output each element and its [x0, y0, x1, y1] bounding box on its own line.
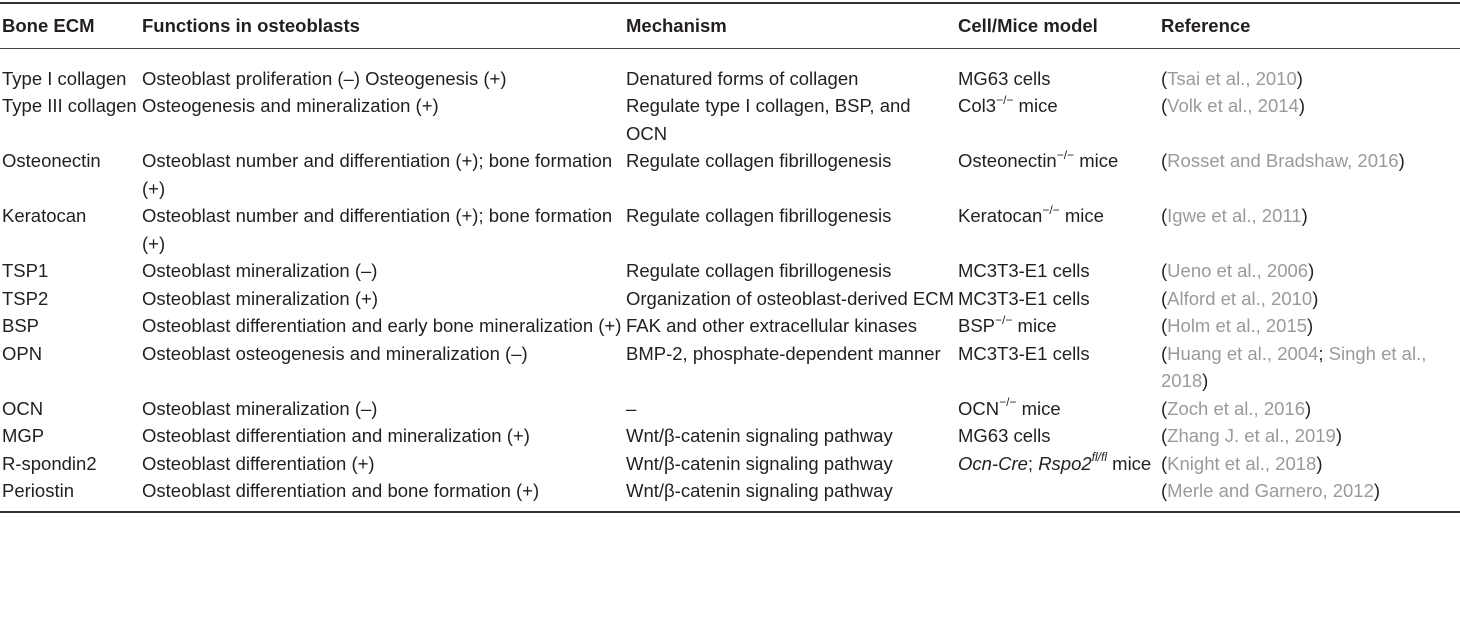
cell-mechanism: –	[626, 397, 637, 419]
reference-link[interactable]: Zhang J. et al., 2019	[1167, 425, 1336, 446]
cell-ecm: Keratocan	[2, 205, 87, 226]
cell-function: Osteoblast differentiation and bone form…	[142, 480, 540, 501]
cell-mechanism: Regulate collagen fibrillogenesis	[626, 205, 892, 226]
header-model: Cell/Mice model	[958, 15, 1098, 36]
cell-ecm: TSP2	[2, 287, 49, 309]
header-row: Bone ECM Functions in osteoblasts Mechan…	[0, 3, 1460, 48]
header-reference: Reference	[1161, 15, 1251, 36]
cell-reference: (Ueno et al., 2006)	[1161, 260, 1315, 281]
cell-ecm: Type I collagen	[2, 67, 127, 89]
cell-ecm: OPN	[2, 342, 43, 364]
cell-function: Osteoblast osteogenesis and mineralizati…	[142, 342, 528, 364]
cell-model: Ocn-Cre; Rspo2fl/fl mice	[958, 450, 1152, 474]
reference-link[interactable]: Igwe et al., 2011	[1167, 205, 1302, 226]
cell-reference: (Huang et al., 2004; Singh et al., 2018)	[1161, 342, 1427, 392]
cell-ecm: OCN	[2, 397, 44, 419]
cell-model: MC3T3-E1 cells	[958, 260, 1090, 281]
reference-link[interactable]: Holm et al., 2015	[1167, 315, 1308, 336]
table-row: R-spondin2 Osteoblast differentiation (+…	[0, 450, 1460, 478]
cell-model	[956, 477, 1159, 512]
table-row: MGP Osteoblast differentiation and miner…	[0, 422, 1460, 450]
reference-link[interactable]: Volk et al., 2014	[1167, 95, 1299, 116]
cell-ecm: Periostin	[2, 480, 74, 501]
reference-link[interactable]: Tsai et al., 2010	[1167, 67, 1297, 89]
table-row: OCN Osteoblast mineralization (–) – OCN−…	[0, 395, 1460, 423]
table-body: Type I collagen Osteoblast proliferation…	[0, 48, 1460, 512]
cell-reference: (Zhang J. et al., 2019)	[1161, 425, 1343, 446]
reference-link[interactable]: Huang et al., 2004	[1167, 342, 1319, 364]
cell-reference: (Merle and Garnero, 2012)	[1161, 480, 1381, 501]
reference-link[interactable]: Ueno et al., 2006	[1167, 260, 1309, 281]
cell-ecm: Osteonectin	[2, 150, 101, 171]
table-row: Periostin Osteoblast differentiation and…	[0, 477, 1460, 512]
cell-reference: (Tsai et al., 2010)	[1161, 67, 1303, 89]
cell-ecm: MGP	[2, 425, 45, 446]
cell-reference: (Volk et al., 2014)	[1161, 95, 1305, 116]
bone-ecm-table: Bone ECM Functions in osteoblasts Mechan…	[0, 2, 1460, 513]
cell-model: MG63 cells	[958, 67, 1051, 89]
cell-model: BSP−/− mice	[958, 312, 1057, 336]
cell-mechanism: Wnt/β-catenin signaling pathway	[626, 452, 893, 474]
cell-model: Osteonectin−/− mice	[958, 147, 1119, 171]
table-header: Bone ECM Functions in osteoblasts Mechan…	[0, 3, 1460, 48]
cell-mechanism: Regulate collagen fibrillogenesis	[626, 260, 892, 281]
reference-link[interactable]: Merle and Garnero, 2012	[1167, 480, 1374, 501]
cell-function: Osteoblast number and differentiation (+…	[142, 205, 613, 254]
cell-mechanism: Wnt/β-catenin signaling pathway	[626, 425, 893, 446]
table-row: BSP Osteoblast differentiation and early…	[0, 312, 1460, 340]
cell-function: Osteogenesis and mineralization (+)	[142, 95, 439, 116]
cell-reference: (Knight et al., 2018)	[1161, 452, 1323, 474]
cell-function: Osteoblast number and differentiation (+…	[142, 150, 613, 199]
cell-function: Osteoblast mineralization (–)	[142, 397, 378, 419]
cell-function: Osteoblast mineralization (–)	[142, 260, 378, 281]
cell-function: Osteoblast mineralization (+)	[142, 287, 378, 309]
cell-mechanism: Regulate type I collagen, BSP, and OCN	[626, 95, 911, 144]
table-row: Keratocan Osteoblast number and differen…	[0, 202, 1460, 257]
table-row: TSP2 Osteoblast mineralization (+) Organ…	[0, 285, 1460, 313]
cell-mechanism: Organization of osteoblast-derived ECM	[626, 287, 955, 309]
cell-mechanism: FAK and other extracellular kinases	[626, 315, 918, 336]
table-row: Type III collagen Osteogenesis and miner…	[0, 92, 1460, 147]
cell-function: Osteoblast proliferation (–) Osteogenesi…	[142, 67, 507, 89]
cell-function: Osteoblast differentiation (+)	[142, 452, 375, 474]
header-mechanism: Mechanism	[626, 15, 727, 36]
header-bone-ecm: Bone ECM	[2, 15, 95, 36]
cell-mechanism: Wnt/β-catenin signaling pathway	[626, 480, 893, 501]
table-row: TSP1 Osteoblast mineralization (–) Regul…	[0, 257, 1460, 285]
cell-function: Osteoblast differentiation and early bon…	[142, 315, 622, 336]
reference-link[interactable]: Singh et al., 2018	[1161, 342, 1427, 392]
cell-function: Osteoblast differentiation and mineraliz…	[142, 425, 530, 446]
cell-model: MC3T3-E1 cells	[958, 342, 1090, 364]
reference-link[interactable]: Zoch et al., 2016	[1167, 397, 1305, 419]
cell-reference: (Holm et al., 2015)	[1161, 315, 1314, 336]
table-row: Type I collagen Osteoblast proliferation…	[0, 48, 1460, 92]
cell-reference: (Rosset and Bradshaw, 2016)	[1161, 150, 1405, 171]
cell-ecm: Type III collagen	[2, 95, 137, 116]
cell-ecm: BSP	[2, 315, 40, 336]
cell-model: Col3−/− mice	[958, 92, 1058, 116]
header-functions: Functions in osteoblasts	[142, 15, 360, 36]
cell-reference: (Zoch et al., 2016)	[1161, 397, 1312, 419]
table-row: OPN Osteoblast osteogenesis and minerali…	[0, 340, 1460, 395]
cell-mechanism: Regulate collagen fibrillogenesis	[626, 150, 892, 171]
cell-mechanism: BMP-2, phosphate-dependent manner	[626, 342, 941, 364]
cell-model: OCN−/− mice	[958, 395, 1061, 419]
table-row: Osteonectin Osteoblast number and differ…	[0, 147, 1460, 202]
cell-reference: (Igwe et al., 2011)	[1161, 205, 1308, 226]
cell-mechanism: Denatured forms of collagen	[626, 67, 859, 89]
reference-link[interactable]: Rosset and Bradshaw, 2016	[1167, 150, 1399, 171]
cell-ecm: TSP1	[2, 260, 49, 281]
cell-reference: (Alford et al., 2010)	[1161, 287, 1319, 309]
cell-model: MC3T3-E1 cells	[958, 287, 1090, 309]
cell-ecm: R-spondin2	[2, 452, 97, 474]
reference-link[interactable]: Knight et al., 2018	[1167, 452, 1317, 474]
reference-link[interactable]: Alford et al., 2010	[1167, 287, 1313, 309]
cell-model: Keratocan−/− mice	[958, 202, 1104, 226]
cell-model: MG63 cells	[958, 425, 1051, 446]
